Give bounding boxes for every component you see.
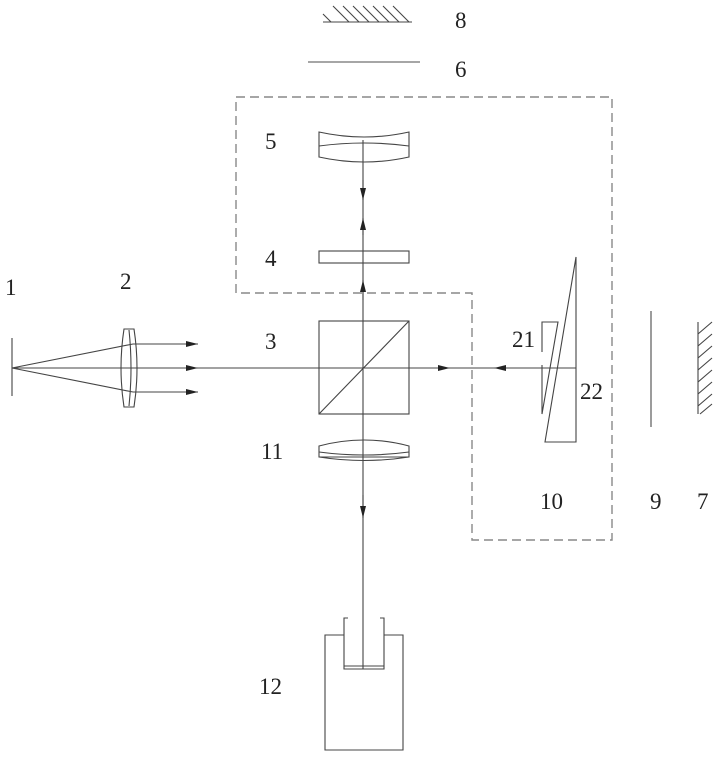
- mirror-7: [698, 322, 712, 414]
- mirror-8: [323, 6, 412, 22]
- label-2: 2: [120, 270, 132, 293]
- dashed-enclosure: [236, 97, 612, 540]
- label-8: 8: [455, 9, 467, 32]
- label-9: 9: [650, 490, 662, 513]
- label-7: 7: [697, 490, 709, 513]
- wedge-22: [545, 257, 576, 442]
- label-21: 21: [512, 328, 535, 351]
- lens-11: [319, 440, 409, 461]
- label-4: 4: [265, 247, 277, 270]
- label-6: 6: [455, 58, 467, 81]
- label-10: 10: [540, 490, 563, 513]
- lens-5: [319, 132, 409, 162]
- detector-12: [325, 618, 403, 750]
- label-12: 12: [259, 675, 282, 698]
- label-1: 1: [5, 276, 17, 299]
- wave-plate-4: [319, 251, 409, 263]
- label-3: 3: [265, 330, 277, 353]
- label-5: 5: [265, 130, 277, 153]
- label-11: 11: [261, 440, 283, 463]
- label-22: 22: [580, 380, 603, 403]
